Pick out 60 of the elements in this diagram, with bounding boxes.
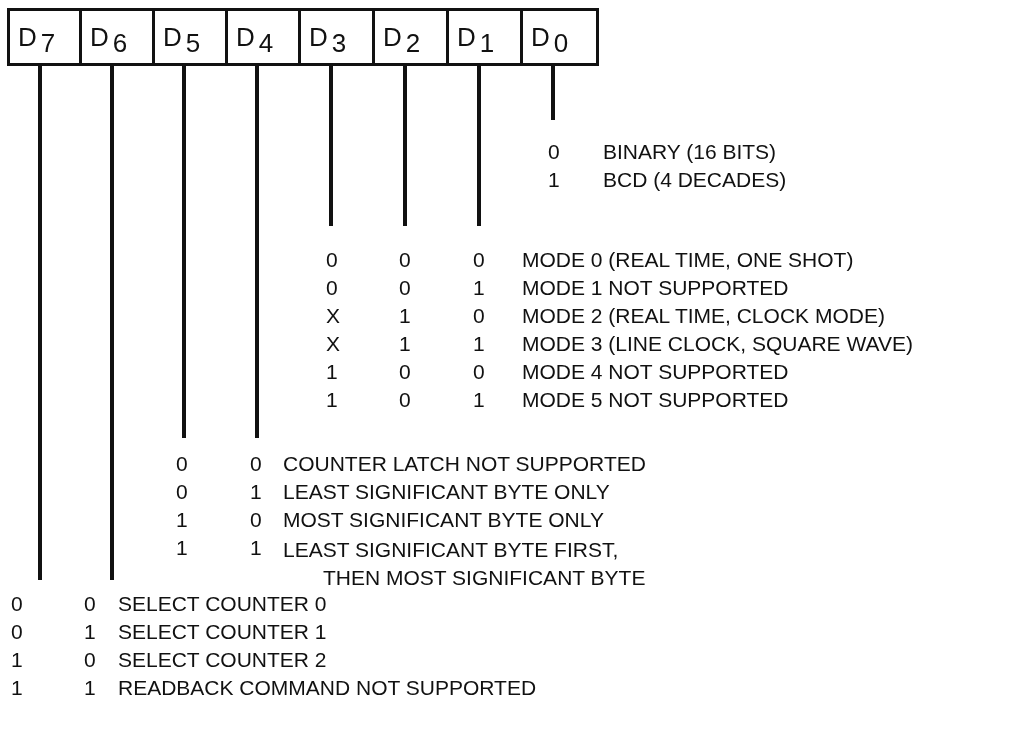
bit-value: X — [326, 304, 340, 328]
bit-value: 1 — [250, 536, 262, 560]
bit-value: 0 — [473, 360, 485, 384]
value-description: MODE 1 NOT SUPPORTED — [522, 276, 789, 300]
bit-value: 0 — [399, 276, 411, 300]
bit-value: 1 — [473, 276, 485, 300]
value-description: MODE 0 (REAL TIME, ONE SHOT) — [522, 248, 854, 272]
leader-line — [38, 66, 42, 580]
leader-line — [255, 66, 259, 438]
bit-value: 0 — [11, 592, 23, 616]
bit-value: 0 — [11, 620, 23, 644]
bit-value: 1 — [399, 332, 411, 356]
leader-line — [551, 66, 555, 120]
bit-value: 0 — [176, 452, 188, 476]
bit-value: 0 — [84, 648, 96, 672]
value-description: MODE 3 (LINE CLOCK, SQUARE WAVE) — [522, 332, 913, 356]
bit-value: 1 — [176, 536, 188, 560]
value-description: SELECT COUNTER 1 — [118, 620, 327, 644]
bit-value: X — [326, 332, 340, 356]
bit-value: 0 — [399, 248, 411, 272]
bit-value: 1 — [548, 168, 560, 192]
bit-value: 0 — [326, 248, 338, 272]
bit-value: 0 — [473, 304, 485, 328]
bit-value: 0 — [84, 592, 96, 616]
bit-value: 1 — [84, 676, 96, 700]
bit-value: 0 — [399, 388, 411, 412]
value-description: MODE 5 NOT SUPPORTED — [522, 388, 789, 412]
value-description: COUNTER LATCH NOT SUPPORTED — [283, 452, 646, 476]
bit-value: 1 — [473, 388, 485, 412]
bit-value: 1 — [250, 480, 262, 504]
bit-value: 0 — [250, 508, 262, 532]
bit-value: 0 — [399, 360, 411, 384]
bit-value: 1 — [326, 360, 338, 384]
value-description: LEAST SIGNIFICANT BYTE FIRST, THEN MOST SIGNIFICANT BYTE — [283, 537, 647, 591]
bit-value: 0 — [473, 248, 485, 272]
bit-value: 1 — [84, 620, 96, 644]
leader-line — [477, 66, 481, 226]
leader-line — [110, 66, 114, 580]
bit-value: 1 — [11, 648, 23, 672]
bit-value: 0 — [250, 452, 262, 476]
value-description: BINARY (16 BITS) — [603, 140, 777, 164]
bit-value: 0 — [176, 480, 188, 504]
bit-value: 1 — [11, 676, 23, 700]
value-description: BCD (4 DECADES) — [603, 168, 787, 192]
value-description: MODE 4 NOT SUPPORTED — [522, 360, 789, 384]
bit-value: 1 — [399, 304, 411, 328]
bit-value: 1 — [176, 508, 188, 532]
bit-value: 0 — [326, 276, 338, 300]
value-description: READBACK COMMAND NOT SUPPORTED — [118, 676, 537, 700]
bit-value: 1 — [473, 332, 485, 356]
bit-value: 1 — [326, 388, 338, 412]
value-description: SELECT COUNTER 0 — [118, 592, 327, 616]
bit-value: 0 — [548, 140, 560, 164]
leader-line — [403, 66, 407, 226]
value-description: MOST SIGNIFICANT BYTE ONLY — [283, 508, 604, 532]
leader-line — [329, 66, 333, 226]
value-description: SELECT COUNTER 2 — [118, 648, 327, 672]
leader-line — [182, 66, 186, 438]
value-description: LEAST SIGNIFICANT BYTE ONLY — [283, 480, 610, 504]
value-description: MODE 2 (REAL TIME, CLOCK MODE) — [522, 304, 885, 328]
